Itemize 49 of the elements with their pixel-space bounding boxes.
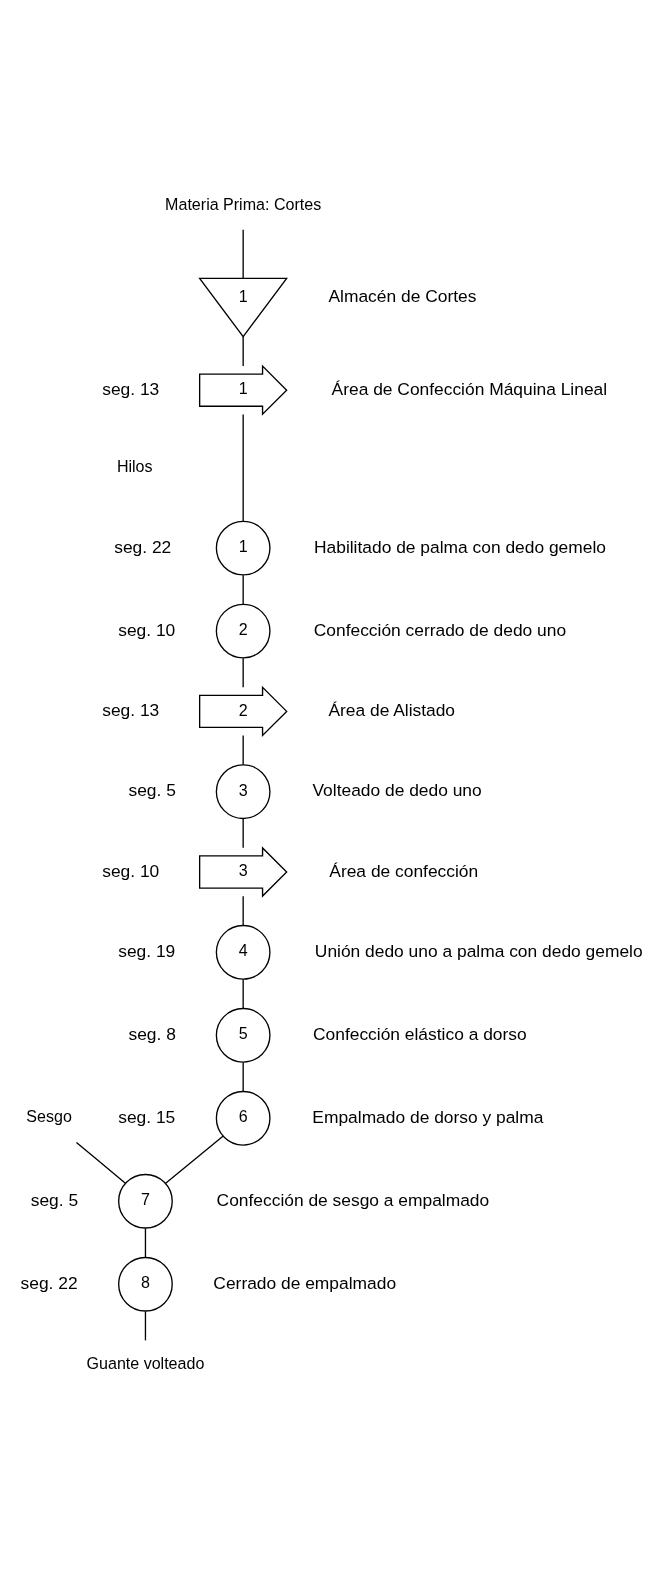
node-label: Unión dedo uno a palma con dedo gemelo — [314, 940, 643, 961]
node-label: Almacén de Cortes — [328, 286, 477, 307]
connector — [242, 657, 244, 688]
connector — [242, 1061, 244, 1092]
node-label: Área de Alistado — [328, 699, 456, 720]
node-label: Cerrado de empalmado — [213, 1272, 397, 1293]
node-text: Materia Prima: Cortes — [165, 194, 322, 213]
node-label: seg. 15 — [118, 1106, 176, 1127]
node-label: seg. 10 — [118, 619, 176, 640]
label: Hilos — [116, 456, 153, 475]
node-text: Sesgo — [26, 1107, 72, 1126]
connector — [75, 1141, 127, 1184]
node-label: Empalmado de dorso y palma — [312, 1106, 544, 1127]
node-circle: 7 — [118, 1173, 173, 1229]
node-label: seg. 22 — [20, 1272, 78, 1293]
connector — [242, 978, 244, 1009]
node-label: seg. 5 — [30, 1189, 79, 1210]
node-circle: 4 — [215, 924, 271, 980]
node-circle: 8 — [118, 1256, 173, 1312]
node-circle: 6 — [215, 1090, 271, 1146]
node-label: seg. 13 — [102, 699, 160, 720]
connector — [242, 574, 244, 605]
node-label: Confección de sesgo a empalmado — [216, 1189, 490, 1210]
connector — [242, 413, 244, 522]
node-label: seg. 19 — [118, 940, 176, 961]
node-label: Confección cerrado de dedo uno — [313, 619, 567, 640]
connector — [165, 1135, 224, 1184]
connector — [144, 1227, 147, 1258]
node-circle: 3 — [215, 764, 271, 820]
connector — [242, 229, 244, 279]
connector — [144, 1310, 147, 1341]
node-label: seg. 8 — [128, 1023, 176, 1044]
connector — [242, 734, 244, 766]
node-circle: 5 — [215, 1007, 271, 1063]
node-label: Área de Confección Máquina Lineal — [331, 378, 608, 399]
connector — [242, 818, 244, 849]
node-label: seg. 10 — [102, 860, 160, 881]
node-circle: 2 — [215, 603, 271, 659]
connector — [242, 336, 244, 367]
node-label: Volteado de dedo uno — [312, 780, 482, 801]
node-label: Habilitado de palma con dedo gemelo — [313, 536, 606, 557]
node-label: Confección elástico a dorso — [313, 1023, 527, 1044]
node-circle: 1 — [215, 520, 271, 576]
node-label: seg. 22 — [114, 536, 172, 557]
node-text: Guante volteado — [86, 1353, 205, 1372]
node-label: Área de confección — [329, 860, 479, 881]
node-label: seg. 13 — [102, 378, 160, 399]
connector — [242, 895, 244, 926]
node-label: seg. 5 — [128, 780, 176, 801]
